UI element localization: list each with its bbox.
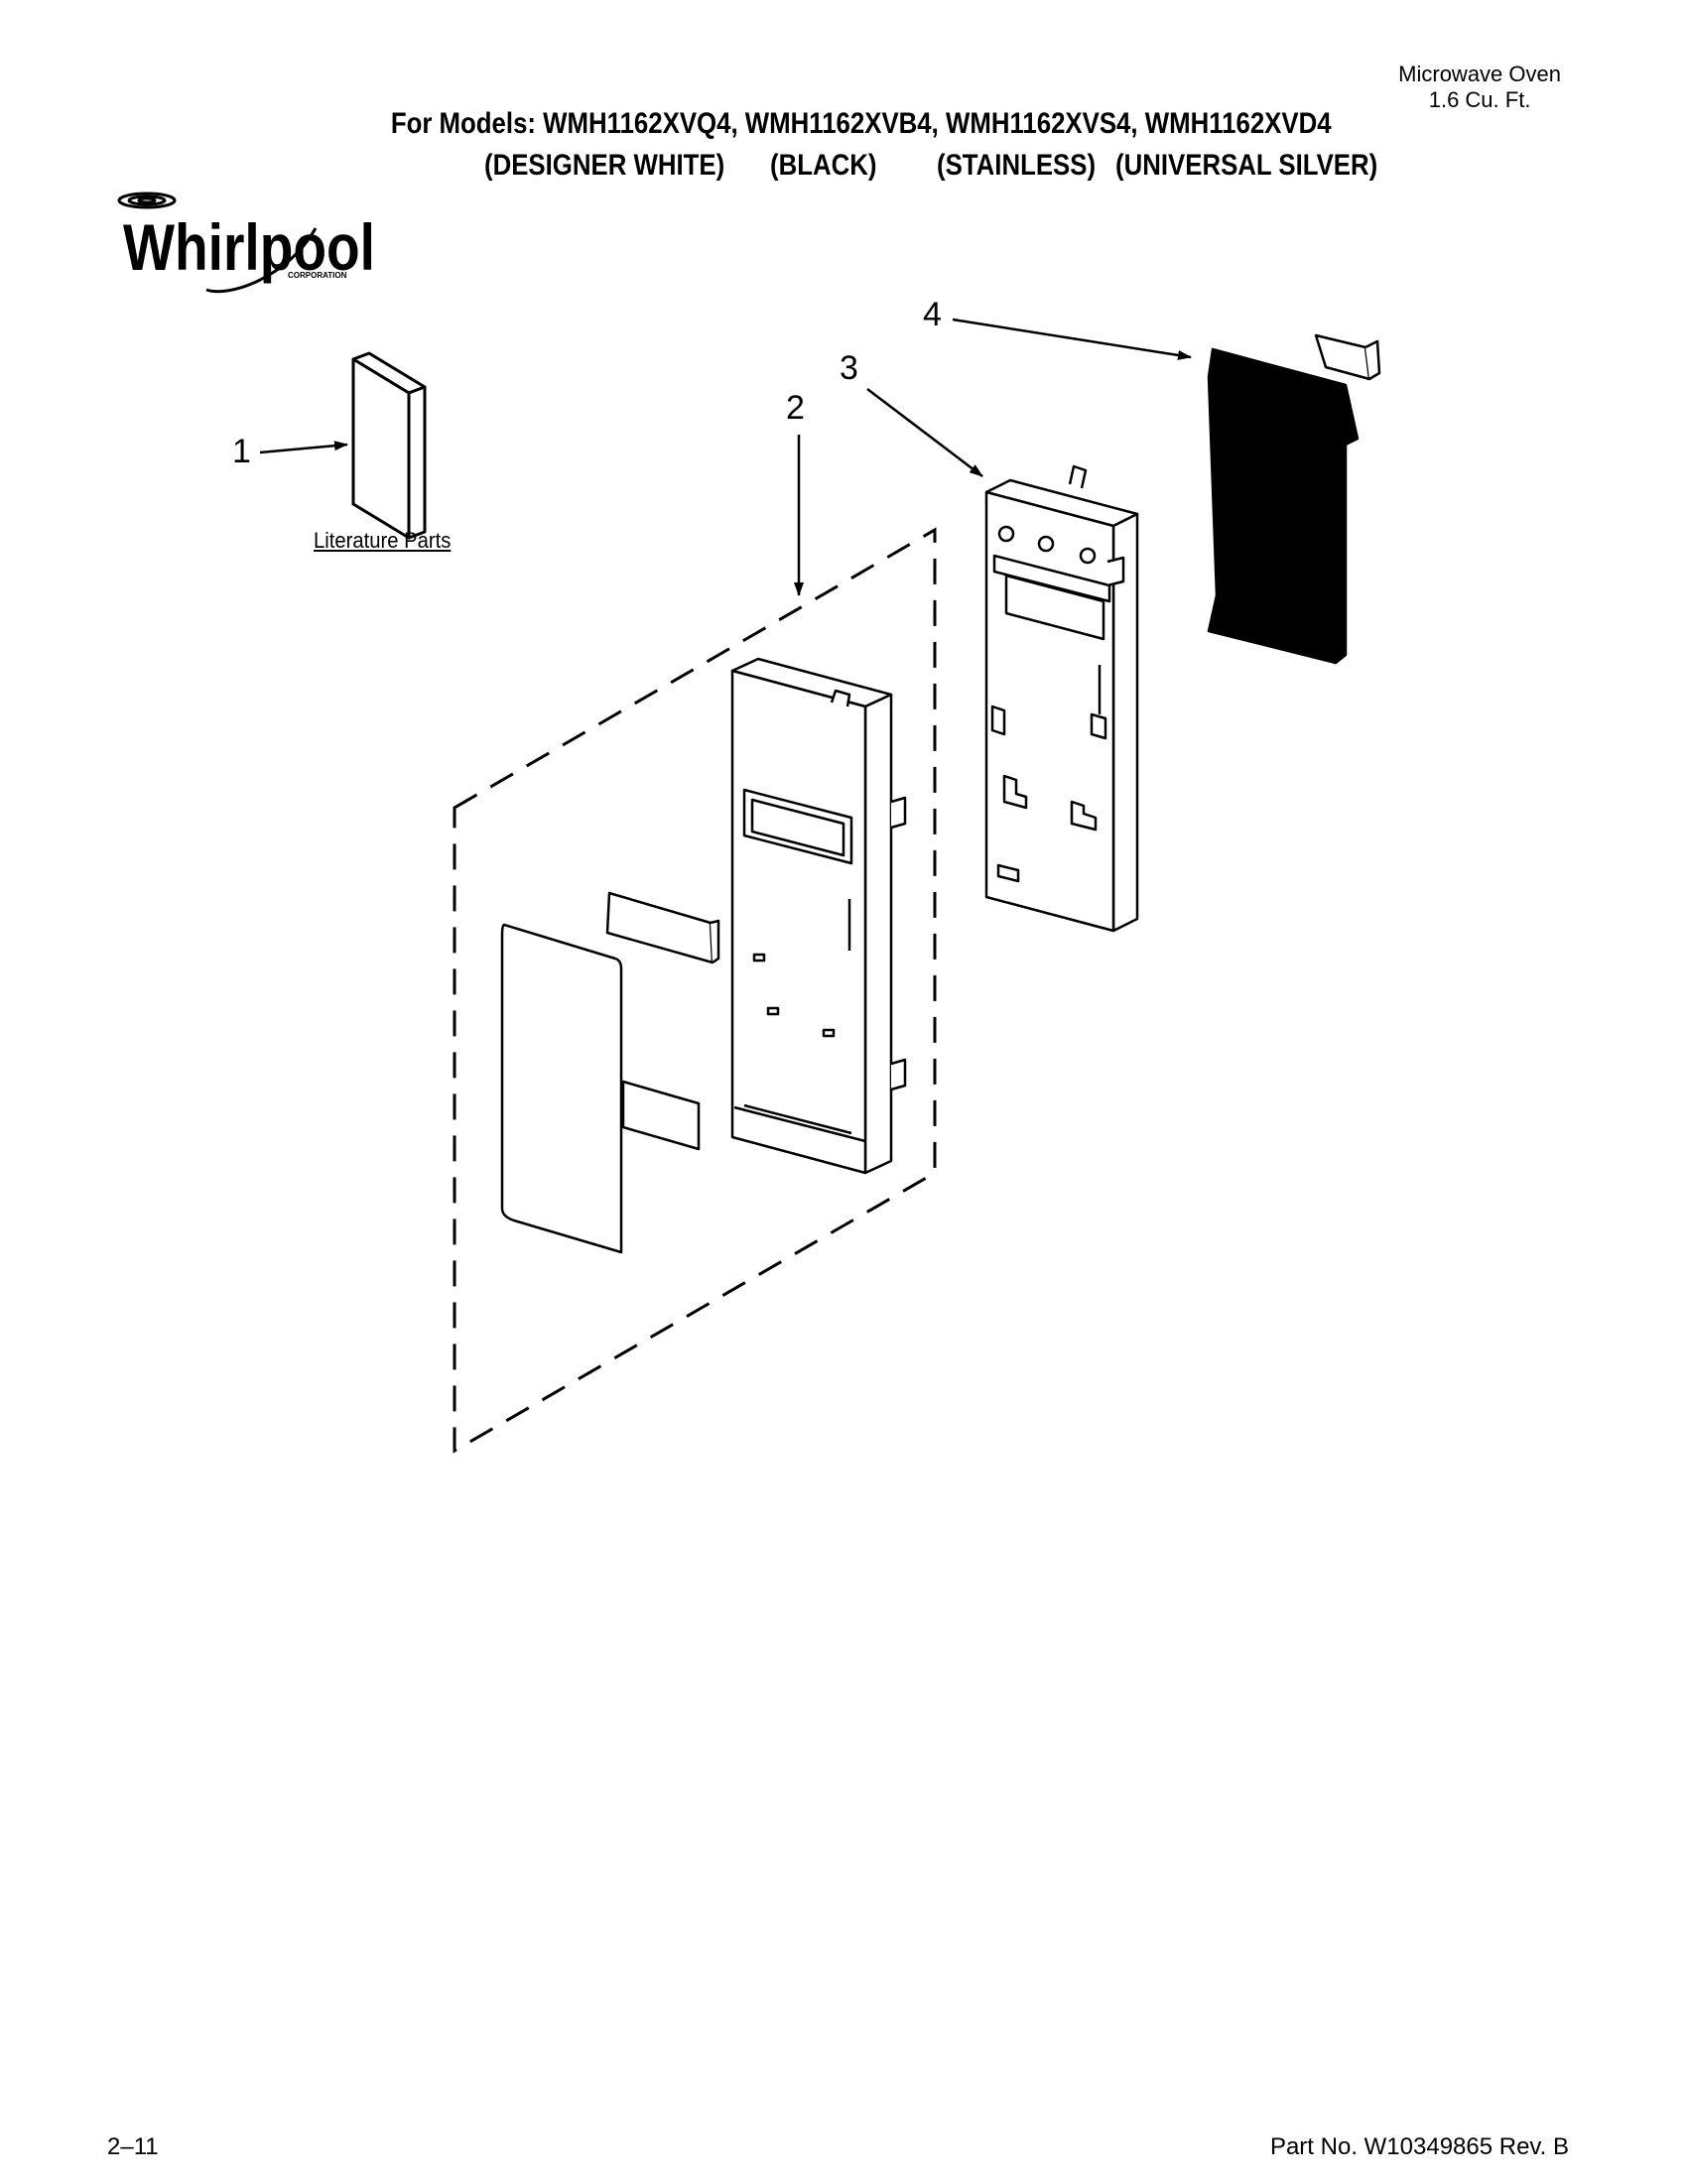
product-capacity: 1.6 Cu. Ft. (1428, 87, 1531, 112)
color-universal-silver: (UNIVERSAL SILVER) (1115, 149, 1378, 182)
label-plate (621, 1080, 701, 1151)
leader-arrow-3 (866, 388, 983, 477)
literature-parts-label: Literature Parts (314, 528, 452, 553)
control-panel-frame (730, 657, 907, 1175)
display-window-insert (605, 891, 720, 964)
product-type: Microwave Oven (1398, 62, 1561, 86)
brand-wordmark: Whirlpool (123, 210, 375, 284)
color-black: (BLACK) (770, 149, 877, 182)
color-stainless: (STAINLESS) (937, 149, 1097, 182)
callout-2: 2 (786, 389, 805, 427)
whirlpool-logo: Whirlpool CORPORATION (117, 192, 375, 294)
callout-3: 3 (840, 349, 858, 387)
model-list: For Models: WMH1162XVQ4, WMH1162XVB4, WM… (390, 107, 1332, 140)
leader-arrow-4 (952, 318, 1192, 360)
brand-subtitle: CORPORATION (288, 271, 347, 280)
callout-4: 4 (923, 296, 942, 333)
control-bracket (984, 464, 1139, 933)
product-description: Microwave Oven 1.6 Cu. Ft. (1398, 62, 1561, 113)
page-number: 2–11 (107, 2133, 159, 2160)
part-number: Part No. W10349865 Rev. B (1269, 2133, 1569, 2160)
color-designer-white: (DESIGNER WHITE) (484, 149, 725, 182)
electronic-control-board (1207, 333, 1381, 665)
assembly-dashed-outline (453, 527, 937, 1454)
literature-parts-booklet (351, 351, 427, 540)
keypad-overlay (500, 923, 623, 1254)
callout-1: 1 (232, 433, 251, 470)
leader-arrow-1 (259, 441, 348, 454)
